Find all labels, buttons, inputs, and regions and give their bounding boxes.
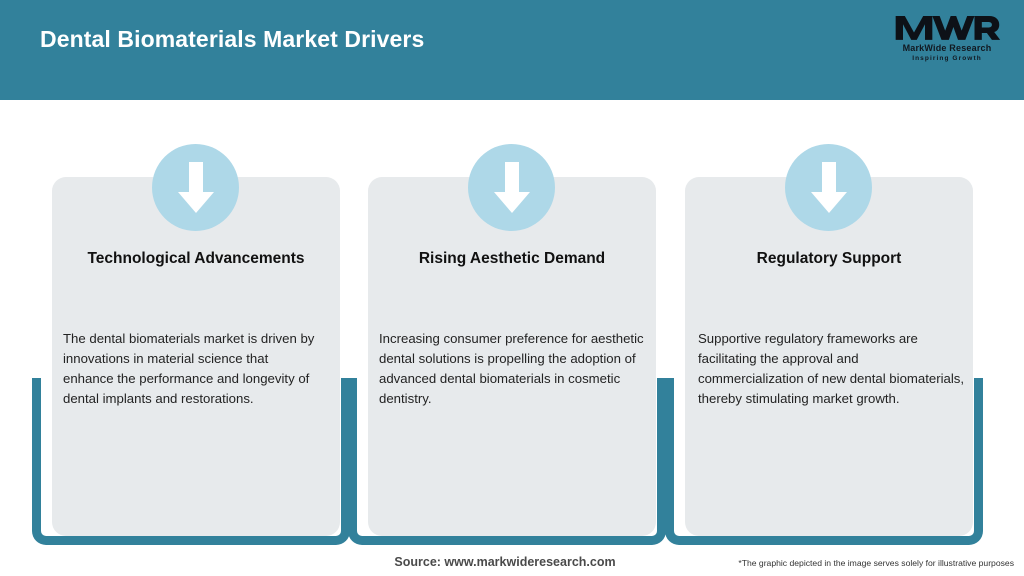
card-panel-1 <box>52 177 340 536</box>
card-body-1: The dental biomaterials market is driven… <box>63 331 315 406</box>
logo-company-name: MarkWide Research <box>902 43 992 53</box>
arrow-down-glyph <box>493 161 530 213</box>
card-body-2: Increasing consumer preference for aesth… <box>379 331 644 406</box>
arrow-down-icon-2 <box>468 144 555 231</box>
arrow-down-icon-1 <box>152 144 239 231</box>
page-title: Dental Biomaterials Market Drivers <box>40 26 425 52</box>
disclaimer-note: *The graphic depicted in the image serve… <box>738 558 1014 568</box>
mwr-monogram-icon <box>895 16 1001 40</box>
card-title-2: Rising Aesthetic Demand <box>418 250 606 267</box>
card-bracket-3 <box>665 378 983 545</box>
card-title-1: Technological Advancements <box>87 250 305 267</box>
arrow-down-glyph <box>810 161 847 213</box>
card-bracket-2 <box>348 378 666 545</box>
logo-tagline: Inspiring Growth <box>912 55 982 62</box>
card-panel-3 <box>685 177 973 536</box>
arrow-down-glyph <box>177 161 214 213</box>
card-bracket-1 <box>32 378 350 545</box>
card-body-3: Supportive regulatory frameworks are fac… <box>698 331 965 406</box>
header-bar <box>0 0 1024 100</box>
markwide-research-logo: MarkWide Research Inspiring Growth <box>892 12 1002 68</box>
source-note: Source: www.markwideresearch.com <box>394 555 616 569</box>
card-panel-2 <box>368 177 656 536</box>
card-title-3: Regulatory Support <box>756 250 902 267</box>
arrow-down-icon-3 <box>785 144 872 231</box>
